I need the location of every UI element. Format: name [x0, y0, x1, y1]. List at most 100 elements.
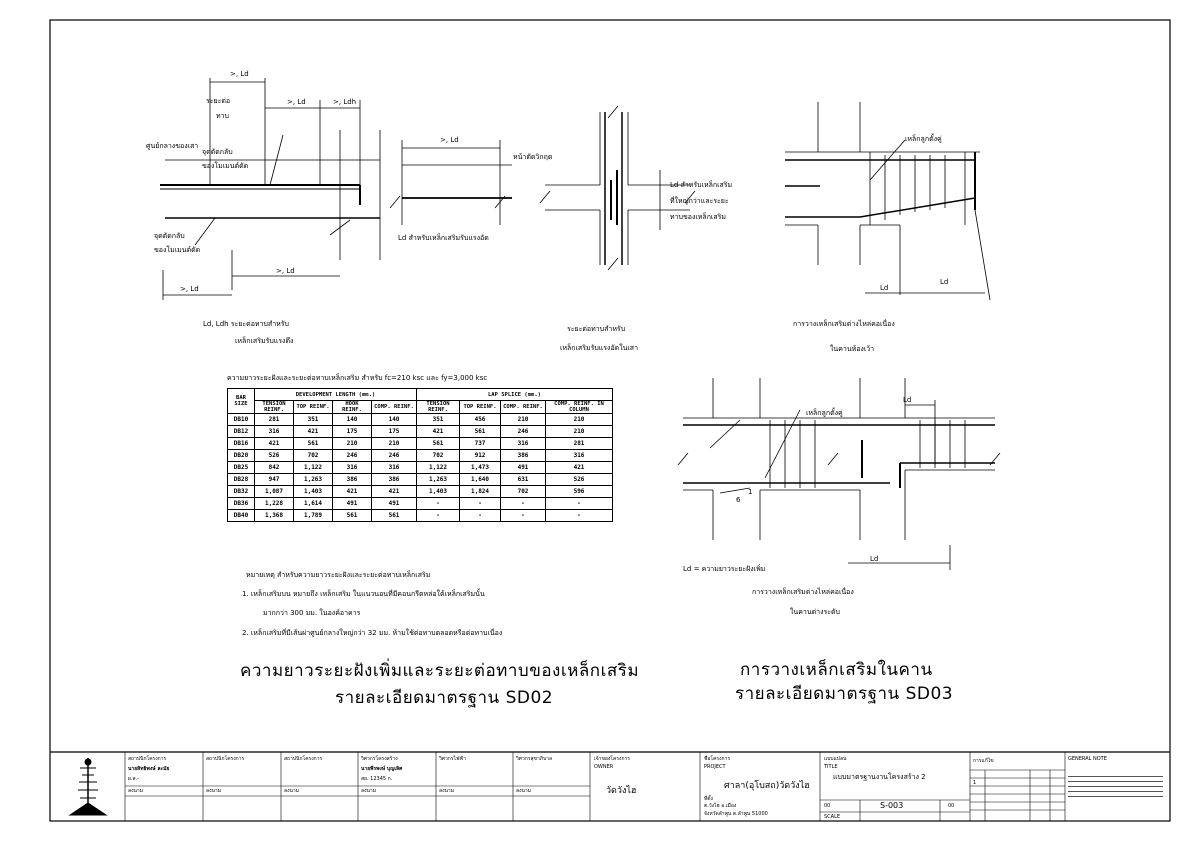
compression-note: Ld สำหรับเหล็กเสริมรับแรงอัด	[398, 234, 489, 242]
table-cell: -	[500, 497, 546, 510]
ld-mid-label: >, Ld	[287, 98, 306, 106]
sd03-slope-2: 6	[736, 496, 741, 504]
table-cell: 1,824	[459, 485, 501, 498]
sd03-ld-legend: Ld = ความยาวระยะฝังเพิ่ม	[683, 565, 766, 573]
sd03-ld-bottom: Ld	[870, 555, 879, 563]
table-cell: 561	[293, 437, 333, 450]
sd03-title: การวางเหล็กเสริมในคาน	[740, 660, 933, 680]
owner-sub: OWNER	[594, 764, 614, 770]
title-block-lines	[124, 752, 1066, 821]
bar-size-cell: DB16	[227, 437, 255, 450]
table-cell: 281	[545, 437, 613, 450]
table-cell: -	[416, 509, 460, 522]
sd02-subtitle: รายละเอียดมาตรฐาน SD02	[335, 688, 554, 708]
bar-size-cell: DB20	[227, 449, 255, 462]
table-cell: 1,473	[459, 461, 501, 474]
table-cell: 421	[254, 437, 294, 450]
moment-zero-top2-label: ของโมเมนต์ดัด	[202, 162, 249, 170]
project-name: ศาลา(อุโบสถ)วัดวังไฮ	[724, 781, 810, 791]
bar-size-cell: DB36	[227, 497, 255, 510]
column-note-2: ที่ใหญ่กว่าและระยะ	[670, 197, 729, 205]
sub-head: TOP REINF.	[293, 400, 333, 414]
bar-size-cell: DB28	[227, 473, 255, 486]
column-note-1: Ld สำหรับเหล็กเสริม	[670, 181, 733, 189]
table-cell: 210	[371, 437, 417, 450]
face-of-support-label: หน้าตัดวิกฤต	[513, 153, 553, 161]
table-cell: 526	[545, 473, 613, 486]
table-cell: 526	[254, 449, 294, 462]
table-cell: 1,789	[293, 509, 333, 522]
sd03-ld-top: Ld	[903, 396, 912, 404]
sub-head: TENSION REINF.	[416, 400, 460, 414]
sheet-number: S-003	[880, 801, 904, 810]
general-notes-lines	[1068, 772, 1163, 801]
beam-continuity-detail	[785, 102, 991, 301]
sd03-slope: 1	[748, 488, 753, 496]
sub-head: TENSION REINF.	[254, 400, 294, 414]
table-cell: -	[459, 509, 501, 522]
tension-caption-2: เหล็กเสริมรับแรงดึง	[235, 337, 294, 345]
table-cell: 1,368	[254, 509, 294, 522]
table-cell: 210	[545, 425, 613, 438]
bar-size-cell: DB12	[227, 425, 255, 438]
table-cell: 421	[416, 425, 460, 438]
moment-zero-top-label: จุดตัดกลับ	[202, 148, 233, 156]
bar-size-cell: DB32	[227, 485, 255, 498]
c4-sign: ลงนาม	[361, 788, 377, 794]
sd02-title: ความยาวระยะฝังเพิ่มและระยะต่อทาบของเหล็ก…	[240, 661, 640, 681]
c4-head: วิศวกรโครงสร้าง	[361, 756, 398, 762]
project-sub: PROJECT	[704, 764, 726, 770]
table-cell: 491	[371, 497, 417, 510]
table-cell: 1,640	[459, 473, 501, 486]
table-cell: 386	[500, 449, 546, 462]
table-cell: 561	[459, 425, 501, 438]
sheet-of-right: 00	[948, 803, 955, 809]
c6-head: วิศวกรสุขาภิบาล	[516, 756, 553, 762]
table-cell: 1,087	[254, 485, 294, 498]
moment-zero-bot2-label: ของโมเมนต์ดัด	[154, 246, 201, 254]
column-note-3: ทาบของเหล็กเสริม	[670, 213, 726, 221]
bar-size-cell: DB25	[227, 461, 255, 474]
table-cell: 140	[332, 413, 372, 426]
ld-d1-label: Ld	[880, 284, 889, 292]
table-cell: 491	[500, 461, 546, 474]
table-cell: 246	[500, 425, 546, 438]
beam-caption-2: ในคานห้องเว้า	[830, 345, 875, 353]
c3-sign: ลงนาม	[284, 788, 300, 794]
head-bar-size: BAR SIZE	[227, 388, 255, 414]
table-cell: 842	[254, 461, 294, 474]
column-caption-1: ระยะต่อทาบสำหรับ	[567, 325, 626, 333]
sheet-name: แบบมาตรฐานงานโครงสร้าง 2	[833, 773, 926, 781]
note-head: หมายเหตุ สำหรับความยาวระยะฝังและระยะต่อท…	[246, 571, 431, 579]
ld-center-label: >, Ld	[440, 136, 459, 144]
note-2: 2. เหล็กเสริมที่มีเส้นผ่าศูนย์กลางใหญ่กว…	[242, 629, 503, 637]
table-cell: 1,263	[416, 473, 460, 486]
sd03-bent-bar-label: เหล็กลูกตั้งคู่	[806, 409, 843, 417]
ld-top-label: >, Ld	[230, 70, 249, 78]
sub-head: TOP REINF.	[459, 400, 501, 414]
table-cell: 140	[371, 413, 417, 426]
stepped-beam-detail	[677, 378, 1001, 570]
table-cell: 561	[332, 509, 372, 522]
c3-head: สถาปนิกโครงการ	[284, 756, 323, 762]
c2-head: สถาปนิกโครงการ	[206, 756, 245, 762]
table-cell: 491	[332, 497, 372, 510]
table-cell: 316	[545, 449, 613, 462]
sheet-sub: TITLE	[824, 764, 838, 770]
bar-size-cell: DB40	[227, 509, 255, 522]
ld-bot-label: >, Ld	[276, 267, 295, 275]
ld-left-label: >, Ld	[180, 285, 199, 293]
column-caption-2: เหล็กเสริมรับแรงอัดในเสา	[560, 344, 639, 352]
sd03-caption-2: ในคานต่างระดับ	[790, 608, 841, 616]
development-length-table: BAR SIZE DEVELOPMENT LENGTH (mm.) LAP SP…	[227, 388, 613, 522]
table-cell: 246	[371, 449, 417, 462]
table-cell: 456	[459, 413, 501, 426]
table-cell: 175	[371, 425, 417, 438]
